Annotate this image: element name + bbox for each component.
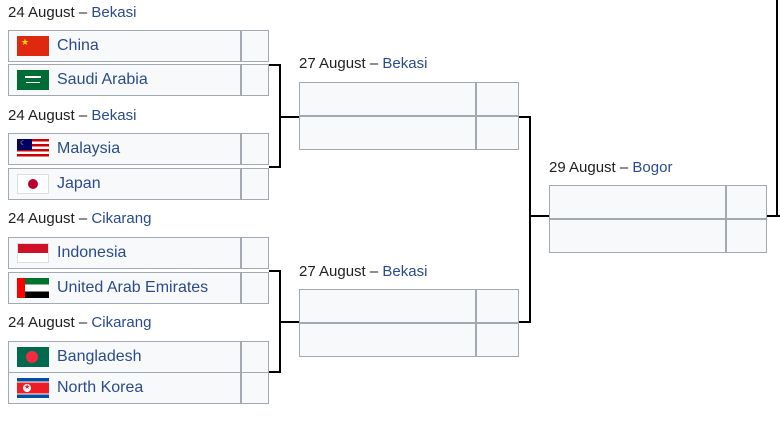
match-date: 24 August xyxy=(8,107,75,124)
team-link[interactable]: Saudi Arabia xyxy=(57,71,148,88)
team-row-saudi-arabia: Saudi Arabia xyxy=(8,64,241,96)
score-cell xyxy=(241,64,269,96)
team-row-bangladesh: Bangladesh xyxy=(8,341,241,373)
score-cell xyxy=(476,82,519,116)
team-slot-empty xyxy=(299,116,476,150)
venue-link[interactable]: Bekasi xyxy=(91,4,137,21)
match-header-r2-m2: 27 August – Bekasi xyxy=(299,263,428,280)
team-row-malaysia: ☾ Malaysia xyxy=(8,133,241,165)
team-link[interactable]: Indonesia xyxy=(57,244,127,261)
flag-malaysia-icon: ☾ xyxy=(17,139,49,159)
score-cell xyxy=(241,372,269,404)
bracket-connector xyxy=(519,321,531,323)
team-link[interactable]: China xyxy=(57,37,99,54)
team-link[interactable]: United Arab Emirates xyxy=(57,279,209,296)
venue-link[interactable]: Bekasi xyxy=(382,263,428,280)
flag-bangladesh-icon xyxy=(17,347,49,367)
team-slot-empty xyxy=(549,219,726,253)
score-cell xyxy=(241,168,269,200)
team-slot-empty xyxy=(299,289,476,323)
score-cell xyxy=(726,219,767,253)
match-header-r1-m3: 24 August – Cikarang xyxy=(8,210,152,227)
match-header-r1-m2: 24 August – Bekasi xyxy=(8,107,137,124)
team-link[interactable]: Japan xyxy=(57,175,101,192)
match-date: 29 August xyxy=(549,159,616,176)
score-cell xyxy=(241,133,269,165)
team-row-indonesia: Indonesia xyxy=(8,237,241,269)
bracket-connector xyxy=(279,321,300,323)
match-header-r1-m4: 24 August – Cikarang xyxy=(8,314,152,331)
score-cell xyxy=(241,30,269,62)
match-date: 24 August xyxy=(8,314,75,331)
venue-link[interactable]: Bekasi xyxy=(91,107,137,124)
score-cell xyxy=(241,272,269,304)
match-header-r1-m1: 24 August – Bekasi xyxy=(8,4,137,21)
match-date: 24 August xyxy=(8,210,75,227)
venue-link[interactable]: Bogor xyxy=(632,159,673,176)
flag-japan-icon xyxy=(17,174,49,194)
match-date: 24 August xyxy=(8,4,75,21)
team-slot-empty xyxy=(299,323,476,357)
bracket-connector xyxy=(269,371,281,373)
flag-north-korea-icon: ★ xyxy=(17,378,49,398)
bracket-connector xyxy=(269,166,281,168)
flag-indonesia-icon xyxy=(17,243,49,263)
flag-china-icon: ★ xyxy=(17,36,49,56)
flag-uae-icon xyxy=(17,278,49,298)
venue-link[interactable]: Cikarang xyxy=(91,210,152,227)
match-header-r3-m1: 29 August – Bogor xyxy=(549,159,673,176)
venue-link[interactable]: Cikarang xyxy=(91,314,152,331)
team-slot-empty xyxy=(299,82,476,116)
match-date: 27 August xyxy=(299,263,366,280)
bracket-connector xyxy=(269,270,281,272)
score-cell xyxy=(476,116,519,150)
team-row-china: ★ China xyxy=(8,30,241,62)
bracket-connector xyxy=(269,64,281,66)
bracket-connector xyxy=(529,116,531,323)
team-link[interactable]: North Korea xyxy=(57,379,144,396)
match-header-r2-m1: 27 August – Bekasi xyxy=(299,55,428,72)
team-row-uae: United Arab Emirates xyxy=(8,272,241,304)
flag-saudi-arabia-icon xyxy=(17,70,49,90)
bracket-connector xyxy=(767,215,780,217)
team-link[interactable]: Malaysia xyxy=(57,140,121,157)
team-slot-empty xyxy=(549,185,726,219)
score-cell xyxy=(476,289,519,323)
bracket-connector xyxy=(776,0,778,217)
bracket-connector xyxy=(529,215,549,217)
bracket-connector xyxy=(519,116,531,118)
team-link[interactable]: Bangladesh xyxy=(57,348,142,365)
score-cell xyxy=(476,323,519,357)
team-row-north-korea: ★ North Korea xyxy=(8,372,241,404)
team-row-japan: Japan xyxy=(8,168,241,200)
venue-link[interactable]: Bekasi xyxy=(382,55,428,72)
score-cell xyxy=(726,185,767,219)
score-cell xyxy=(241,237,269,269)
match-date: 27 August xyxy=(299,55,366,72)
score-cell xyxy=(241,341,269,373)
bracket-connector xyxy=(279,116,300,118)
